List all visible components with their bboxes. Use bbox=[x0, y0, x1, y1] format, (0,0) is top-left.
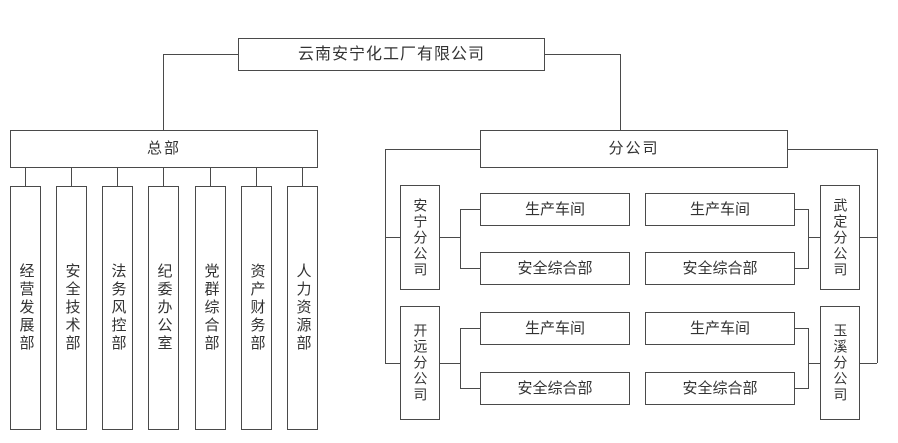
connector-line bbox=[210, 168, 211, 186]
connector-line bbox=[860, 237, 877, 238]
connector-line bbox=[795, 209, 808, 210]
connector-line bbox=[440, 363, 460, 364]
connector-line bbox=[256, 168, 257, 186]
branch-yuxi-box: 玉溪分公司 bbox=[820, 306, 860, 420]
connector-line bbox=[302, 168, 303, 186]
connector-line bbox=[385, 149, 480, 150]
connector-line bbox=[163, 54, 238, 55]
branch-wuding-box: 武定分公司 bbox=[820, 185, 860, 290]
connector-line bbox=[460, 328, 480, 329]
connector-line bbox=[795, 328, 808, 329]
unit-safety-box: 安全综合部 bbox=[480, 252, 630, 285]
unit-safety-box: 安全综合部 bbox=[645, 252, 795, 285]
connector-line bbox=[163, 168, 164, 186]
connector-line bbox=[460, 209, 480, 210]
connector-line bbox=[440, 237, 460, 238]
connector-line bbox=[460, 388, 480, 389]
connector-line bbox=[163, 54, 164, 130]
department-box: 法务风控部 bbox=[102, 186, 133, 430]
connector-line bbox=[808, 328, 809, 389]
branches-box: 分公司 bbox=[480, 130, 788, 168]
connector-line bbox=[788, 149, 877, 150]
headquarters-box: 总部 bbox=[10, 130, 318, 168]
unit-production-box: 生产车间 bbox=[645, 193, 795, 226]
unit-production-box: 生产车间 bbox=[480, 193, 630, 226]
unit-production-box: 生产车间 bbox=[480, 312, 630, 345]
connector-line bbox=[385, 237, 400, 238]
connector-line bbox=[808, 363, 820, 364]
connector-line bbox=[620, 54, 621, 130]
branch-anning-box: 安宁分公司 bbox=[400, 185, 440, 290]
connector-line bbox=[808, 237, 820, 238]
department-box: 经营发展部 bbox=[10, 186, 41, 430]
connector-line bbox=[860, 363, 877, 364]
unit-safety-box: 安全综合部 bbox=[480, 372, 630, 405]
department-box: 人力资源部 bbox=[287, 186, 318, 430]
department-box: 安全技术部 bbox=[56, 186, 87, 430]
connector-line bbox=[460, 328, 461, 389]
connector-line bbox=[795, 388, 808, 389]
branch-kaiyuan-box: 开远分公司 bbox=[400, 306, 440, 420]
connector-line bbox=[385, 363, 400, 364]
company-root-box: 云南安宁化工厂有限公司 bbox=[238, 38, 545, 71]
department-box: 资产财务部 bbox=[241, 186, 272, 430]
connector-line bbox=[545, 54, 620, 55]
connector-line bbox=[385, 149, 386, 363]
department-box: 党群综合部 bbox=[195, 186, 226, 430]
connector-line bbox=[795, 268, 808, 269]
connector-line bbox=[117, 168, 118, 186]
connector-line bbox=[71, 168, 72, 186]
connector-line bbox=[25, 168, 26, 186]
connector-line bbox=[877, 149, 878, 363]
connector-line bbox=[808, 209, 809, 269]
connector-line bbox=[460, 209, 461, 269]
connector-line bbox=[460, 268, 480, 269]
department-box: 纪委办公室 bbox=[148, 186, 179, 430]
unit-production-box: 生产车间 bbox=[645, 312, 795, 345]
unit-safety-box: 安全综合部 bbox=[645, 372, 795, 405]
